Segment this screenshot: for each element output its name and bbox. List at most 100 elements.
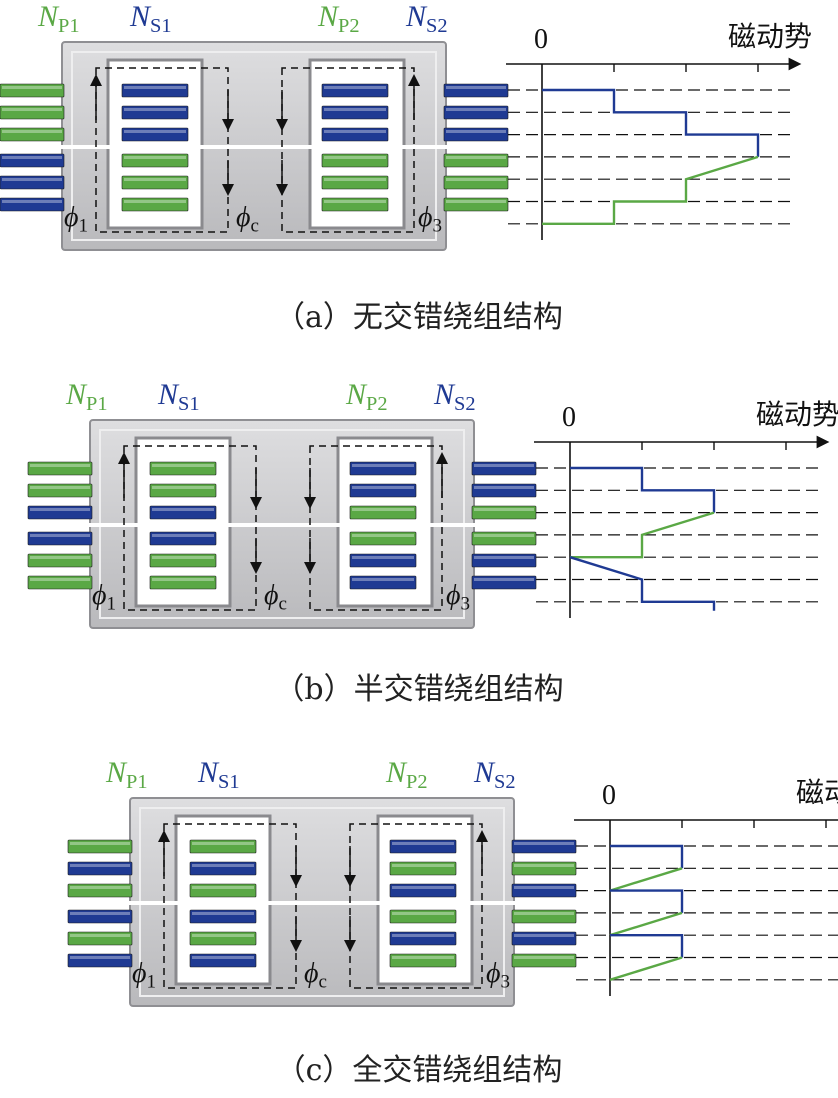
winding-outer-left-shine-0 [2, 86, 62, 89]
label-phi1-base: ϕ [64, 202, 79, 233]
winding-outer-left-shine-4 [30, 556, 90, 559]
winding-outer-left-shine-4 [2, 178, 62, 181]
label-phi3-sub: 3 [433, 216, 443, 237]
winding-inner-right-5 [389, 953, 457, 968]
winding-inner-right-5 [349, 575, 417, 590]
winding-outer-right-shine-4 [474, 556, 534, 559]
label-phi1: ϕ1 [64, 202, 88, 237]
label-np1: NP1 [65, 378, 108, 415]
winding-outer-right-shine-0 [514, 842, 574, 845]
winding-inner-left-shine-0 [124, 86, 186, 89]
label-ns2-sub: S2 [454, 393, 476, 415]
winding-inner-left-shine-1 [192, 864, 254, 867]
winding-inner-left-shine-2 [124, 130, 186, 133]
winding-outer-left-shine-1 [70, 864, 130, 867]
winding-inner-left-shine-3 [152, 534, 214, 537]
winding-inner-right-shine-4 [352, 556, 414, 559]
winding-outer-right-3 [471, 531, 537, 546]
winding-inner-left-shine-0 [192, 842, 254, 845]
winding-outer-left-shine-0 [70, 842, 130, 845]
label-phi3-sub: 3 [461, 594, 471, 615]
caption-a: （a）无交错绕组结构 [275, 300, 563, 335]
label-phi3-sub: 3 [501, 972, 511, 993]
winding-outer-right-shine-4 [514, 934, 574, 937]
caption-c: （c）全交错绕组结构 [276, 1053, 563, 1088]
winding-outer-right-3 [511, 909, 577, 924]
winding-inner-left-5 [121, 197, 189, 212]
label-phi1-base: ϕ [92, 580, 107, 611]
label-ns1-sub: S1 [218, 771, 240, 793]
winding-inner-right-shine-3 [324, 156, 386, 159]
winding-inner-left-shine-3 [124, 156, 186, 159]
label-ns2-sub: S2 [426, 15, 448, 37]
winding-outer-left-shine-0 [30, 464, 90, 467]
label-ns1-base: N [197, 756, 220, 789]
label-np2: NP2 [385, 756, 428, 793]
winding-inner-right-3 [389, 909, 457, 924]
winding-outer-left-shine-1 [30, 486, 90, 489]
winding-inner-right-2 [321, 127, 389, 142]
winding-inner-left-shine-1 [152, 486, 214, 489]
winding-inner-left-4 [121, 175, 189, 190]
label-phi1-sub: 1 [147, 972, 157, 993]
winding-outer-right-shine-5 [446, 200, 506, 203]
label-ns2-base: N [433, 378, 456, 411]
label-phi3-base: ϕ [486, 958, 501, 989]
winding-outer-right-1 [511, 861, 577, 876]
winding-inner-left-0 [189, 839, 257, 854]
winding-inner-left-1 [121, 105, 189, 120]
winding-outer-left-shine-4 [70, 934, 130, 937]
mmf-zero-label: 0 [602, 780, 616, 811]
label-ns2-base: N [405, 0, 428, 33]
winding-inner-right-shine-1 [352, 486, 414, 489]
winding-inner-right-0 [349, 461, 417, 476]
winding-inner-right-shine-5 [324, 200, 386, 203]
winding-inner-right-shine-0 [392, 842, 454, 845]
winding-outer-right-0 [471, 461, 537, 476]
label-ns2-base: N [473, 756, 496, 789]
mmf-curve-segment-1 [570, 511, 715, 559]
label-np2-sub: P2 [338, 15, 360, 37]
winding-inner-left-2 [189, 883, 257, 898]
label-phi3: ϕ3 [446, 580, 470, 615]
winding-outer-left-3 [0, 153, 65, 168]
winding-inner-right-shine-2 [352, 508, 414, 511]
winding-outer-left-shine-1 [2, 108, 62, 111]
winding-inner-left-1 [189, 861, 257, 876]
label-np1-base: N [105, 756, 128, 789]
winding-outer-left-1 [0, 105, 65, 120]
mmf-curve-segment-2 [610, 889, 684, 913]
label-phi1-sub: 1 [79, 216, 89, 237]
winding-outer-right-0 [443, 83, 509, 98]
winding-inner-left-3 [121, 153, 189, 168]
winding-inner-left-2 [149, 505, 217, 520]
label-np1-sub: P1 [86, 393, 108, 415]
winding-outer-right-shine-3 [446, 156, 506, 159]
caption-b: （b）半交错绕组结构 [274, 672, 563, 707]
winding-outer-right-2 [443, 127, 509, 142]
winding-outer-right-2 [471, 505, 537, 520]
label-phi3-base: ϕ [418, 202, 433, 233]
mmf-zero-label: 0 [562, 402, 576, 433]
winding-outer-left-3 [67, 909, 133, 924]
winding-inner-right-shine-2 [392, 886, 454, 889]
winding-outer-right-shine-3 [514, 912, 574, 915]
winding-outer-right-shine-5 [474, 578, 534, 581]
label-ns1: NS1 [129, 0, 172, 37]
label-np2-sub: P2 [366, 393, 388, 415]
winding-outer-left-shine-5 [70, 956, 130, 959]
label-phi3: ϕ3 [418, 202, 442, 237]
winding-inner-left-4 [189, 931, 257, 946]
winding-inner-right-4 [349, 553, 417, 568]
label-phic-sub: c [279, 594, 287, 615]
label-phic: ϕc [264, 580, 287, 615]
label-phic-base: ϕ [264, 580, 279, 611]
winding-inner-left-0 [149, 461, 217, 476]
winding-outer-right-4 [443, 175, 509, 190]
label-np2-base: N [385, 756, 408, 789]
winding-outer-right-4 [471, 553, 537, 568]
winding-outer-left-0 [27, 461, 93, 476]
winding-inner-left-shine-5 [152, 578, 214, 581]
